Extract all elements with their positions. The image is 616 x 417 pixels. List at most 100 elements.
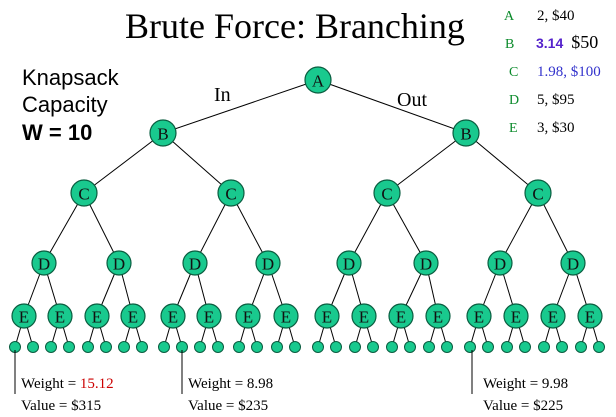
result-1: Weight = 15.12 Value = $315 [14,350,114,414]
node-label: E [396,308,406,327]
leaf-node [386,341,398,353]
tree-edge-b-in [386,132,467,194]
legend-b-weight: 3.14 [536,35,563,51]
node-circle [373,179,401,207]
leaf-node [233,341,245,353]
node-circle [503,303,529,329]
branch-label-out: Out [397,89,427,111]
node-label: E [548,308,558,327]
node-circle [182,250,208,276]
result-3-weight-value: 9.98 [542,376,568,392]
tree-node-d: D [31,250,57,276]
leaf-node [464,341,476,353]
node-label: E [55,308,65,327]
leaf-node [404,341,416,353]
legend-item-d: 5, $95 [537,92,575,108]
result-1-value-amount: $315 [71,398,101,414]
node-circle [11,303,37,329]
capacity-line-1: Knapsack [22,65,120,90]
tree-node-e: E [47,303,73,329]
node-label: E [92,308,102,327]
leaf-node [136,341,148,353]
result-3-weight: Weight = 9.98 [483,376,568,392]
tree-node-e: E [540,303,566,329]
result-2: Weight = 8.98 Value = $235 [181,350,273,414]
tree-node-e: E [160,303,186,329]
leaf-node [367,341,379,353]
result-1-weight-label: Weight = [21,376,80,392]
leaf-node [423,341,435,353]
tree-node-d: D [182,250,208,276]
node-label: C [78,185,89,204]
tree-node-c: C [373,179,401,207]
node-circle [487,250,513,276]
result-2-value-amount: $235 [238,398,268,414]
tree-node-e: E [351,303,377,329]
diagram-title: Brute Force: Branching [125,6,465,46]
tree-node-d: D [336,250,362,276]
legend-key-b: B [505,37,514,52]
leaf-node [556,341,568,353]
tree-node-d: D [413,250,439,276]
node-label: E [128,308,138,327]
leaf-node [212,341,224,353]
node-label: D [494,255,506,274]
leaf-node [441,341,453,353]
node-circle [351,303,377,329]
legend-item-b: 3.14 $50 [536,32,598,52]
node-label: E [359,308,369,327]
node-label: E [168,308,178,327]
node-label: E [281,308,291,327]
node-label: E [19,308,29,327]
node-circle [577,303,603,329]
node-label: D [113,255,125,274]
result-3-value-amount: $225 [533,398,563,414]
tree-edge-a-out [317,79,467,134]
node-circle [47,303,73,329]
result-1-value-label: Value = [21,398,71,414]
leaf-node [63,341,75,353]
tree-node-e: E [273,303,299,329]
node-label: D [38,255,50,274]
tree-edge-a-in [162,79,319,134]
leaf-node [482,341,494,353]
result-3-weight-label: Weight = [483,376,542,392]
node-circle [217,179,245,207]
node-circle [106,250,132,276]
node-label: B [460,125,471,144]
legend-key-c: C [509,65,518,80]
node-circle [149,119,177,147]
result-3-value: Value = $225 [483,398,563,414]
node-label: D [262,255,274,274]
leaf-node [349,341,361,353]
node-circle [84,303,110,329]
leaf-node [271,341,283,353]
tree-node-d: D [106,250,132,276]
result-2-value-label: Value = [188,398,238,414]
leaf-node [45,341,57,353]
leaf-node [501,341,513,353]
node-label: D [189,255,201,274]
node-circle [466,303,492,329]
branch-label-in: In [214,84,231,106]
legend-item-c: 1.98, $100 [537,64,601,80]
node-label: B [157,125,168,144]
tree-node-d: D [255,250,281,276]
leaf-node [158,341,170,353]
tree-node-e: E [235,303,261,329]
leaf-node [330,341,342,353]
leaf-node [593,341,605,353]
node-circle [336,250,362,276]
leaf-node [251,341,263,353]
tree-node-b: B [452,119,480,147]
result-2-weight-label: Weight = [188,376,247,392]
legend: A 2, $40 B 3.14 $50 C 1.98, $100 D 5, $9… [504,8,601,136]
leaf-node [82,341,94,353]
tree-node-e: E [120,303,146,329]
node-circle [304,66,332,94]
leaf-node [194,341,206,353]
result-3-value-label: Value = [483,398,533,414]
node-circle [388,303,414,329]
